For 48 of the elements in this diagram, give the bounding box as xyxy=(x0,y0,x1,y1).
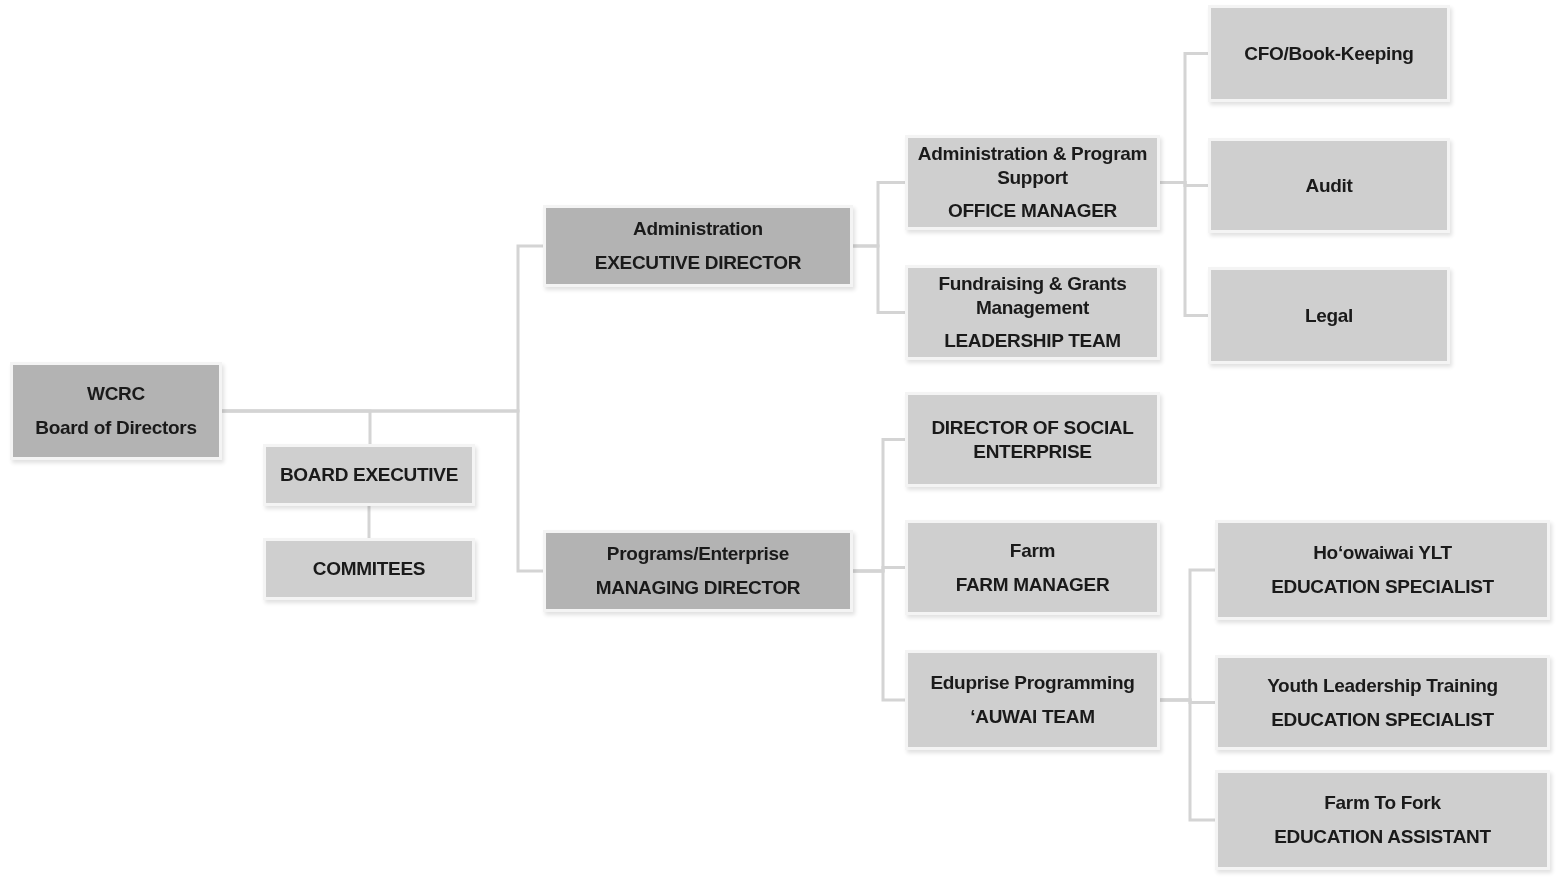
org-box xyxy=(10,362,222,460)
unit-name: Legal xyxy=(1304,303,1354,328)
role-title: EDUCATION SPECIALIST xyxy=(1271,575,1494,599)
unit-name: BOARD EXECUTIVE xyxy=(279,463,459,487)
unit-name: Farm To Fork xyxy=(1324,791,1441,815)
unit-name: WCRC xyxy=(87,382,145,406)
connector-line xyxy=(222,409,543,573)
unit-name: Administration & Program Support xyxy=(916,141,1149,190)
unit-name: Fundraising & Grants Management xyxy=(937,271,1128,320)
role-title: EXECUTIVE DIRECTOR xyxy=(594,251,802,275)
unit-name: Eduprise Programming xyxy=(930,671,1135,695)
connector-line xyxy=(367,506,371,538)
org-box xyxy=(905,265,1160,360)
org-box xyxy=(905,520,1160,615)
unit-name: Administration xyxy=(633,217,763,241)
org-box xyxy=(263,538,475,600)
unit-name: COMMITEES xyxy=(312,557,426,581)
connector-line xyxy=(1160,698,1215,822)
org-box xyxy=(543,530,853,612)
unit-name: Youth Leadership Training xyxy=(1267,673,1498,698)
role-title: LEADERSHIP TEAM xyxy=(944,329,1121,354)
role-title: EDUCATION SPECIALIST xyxy=(1271,707,1494,732)
org-box xyxy=(1215,520,1550,620)
role-title: MANAGING DIRECTOR xyxy=(595,576,801,600)
connector-line xyxy=(853,569,905,702)
org-box xyxy=(905,135,1160,230)
connector-line xyxy=(853,244,905,314)
org-box xyxy=(1208,267,1450,364)
org-box xyxy=(905,392,1160,487)
connector-line xyxy=(1160,181,1208,317)
role-title: ‘AUWAI TEAM xyxy=(970,705,1095,729)
org-box xyxy=(905,650,1160,750)
org-box xyxy=(1215,655,1550,750)
org-box xyxy=(543,205,853,287)
role-title: Board of Directors xyxy=(35,416,197,440)
unit-name: Programs/Enterprise xyxy=(606,542,790,566)
unit-name: DIRECTOR OF SOCIAL ENTERPRISE xyxy=(930,415,1135,464)
org-box xyxy=(1215,770,1550,870)
unit-name: Audit xyxy=(1305,173,1353,198)
unit-name: Farm xyxy=(1009,538,1056,563)
role-title: EDUCATION ASSISTANT xyxy=(1274,825,1491,849)
org-box xyxy=(263,444,475,506)
org-box xyxy=(1208,138,1450,233)
unit-name: CFO/Book-Keeping xyxy=(1244,41,1414,66)
role-title: FARM MANAGER xyxy=(955,572,1110,597)
unit-name: Ho‘owaiwai YLT xyxy=(1313,541,1452,565)
org-box xyxy=(1208,5,1450,102)
role-title: OFFICE MANAGER xyxy=(948,199,1117,224)
